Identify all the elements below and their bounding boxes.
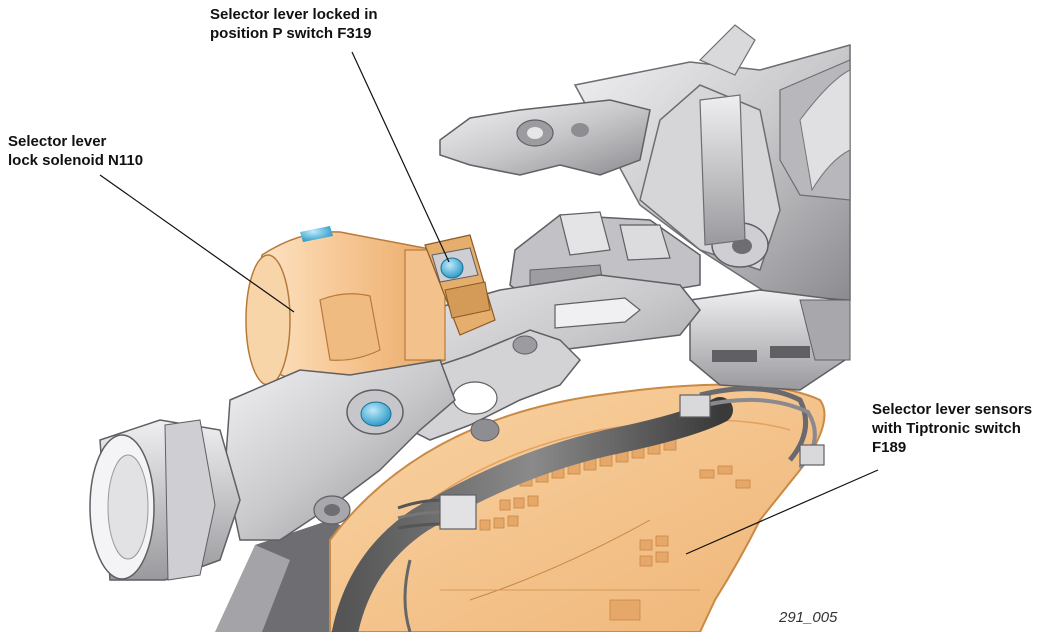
leader-line-n110: [99, 174, 295, 313]
p-lock-switch-f319: [424, 234, 496, 336]
callout-line: position P switch F319: [210, 25, 372, 42]
cable-harness: [332, 386, 825, 632]
callout-p-lock-switch-f319: Selector lever locked in position P swit…: [210, 5, 378, 43]
callout-line: lock solenoid N110: [8, 152, 144, 169]
leader-line-f319: [351, 51, 450, 263]
callout-line: Selector lever locked in: [210, 6, 378, 23]
callout-line: with Tiptronic switch: [872, 420, 1021, 437]
solenoid-n110: [245, 226, 446, 386]
callout-line: Selector lever: [8, 133, 107, 150]
figure-number: 291_005: [779, 609, 838, 626]
leader-lines: [99, 51, 879, 555]
callout-line: F189: [872, 439, 907, 456]
left-knob: [89, 419, 241, 581]
upper-lever-arm: [439, 99, 651, 176]
right-slotted-bracket: [689, 289, 851, 391]
callout-lock-solenoid-n110: Selector lever lock solenoid N110: [8, 132, 143, 170]
leader-line-f189: [685, 469, 879, 555]
callout-line: Selector lever sensors: [872, 401, 1033, 418]
pivot-housing: [224, 359, 456, 541]
callout-sensors-tiptronic-f189: Selector lever sensors with Tiptronic sw…: [872, 400, 1032, 457]
